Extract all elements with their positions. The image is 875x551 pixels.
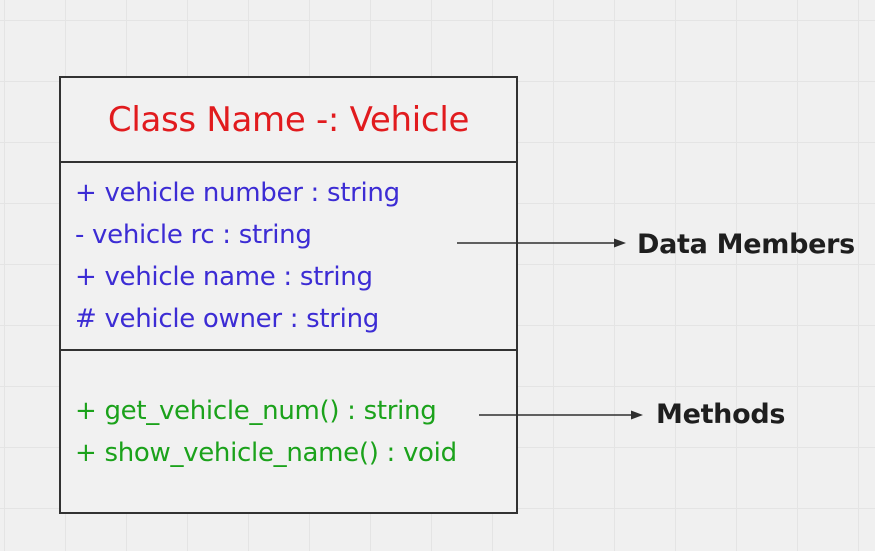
attribute-line: + vehicle name : string xyxy=(75,262,373,292)
uml-class-box: Class Name -: Vehicle + vehicle number :… xyxy=(59,76,518,514)
method-line: + get_vehicle_num() : string xyxy=(75,396,437,426)
arrow-right-icon xyxy=(479,410,643,420)
attributes-section: + vehicle number : string - vehicle rc :… xyxy=(61,163,516,351)
attribute-line: - vehicle rc : string xyxy=(75,220,312,250)
methods-label: Methods xyxy=(656,399,786,430)
methods-section: + get_vehicle_num() : string + show_vehi… xyxy=(61,351,516,512)
attribute-line: + vehicle number : string xyxy=(75,178,400,208)
arrow-right-icon xyxy=(457,238,626,248)
method-line: + show_vehicle_name() : void xyxy=(75,438,457,468)
data-members-label: Data Members xyxy=(637,229,855,260)
class-title: Class Name -: Vehicle xyxy=(61,78,516,163)
attribute-line: # vehicle owner : string xyxy=(75,304,379,334)
